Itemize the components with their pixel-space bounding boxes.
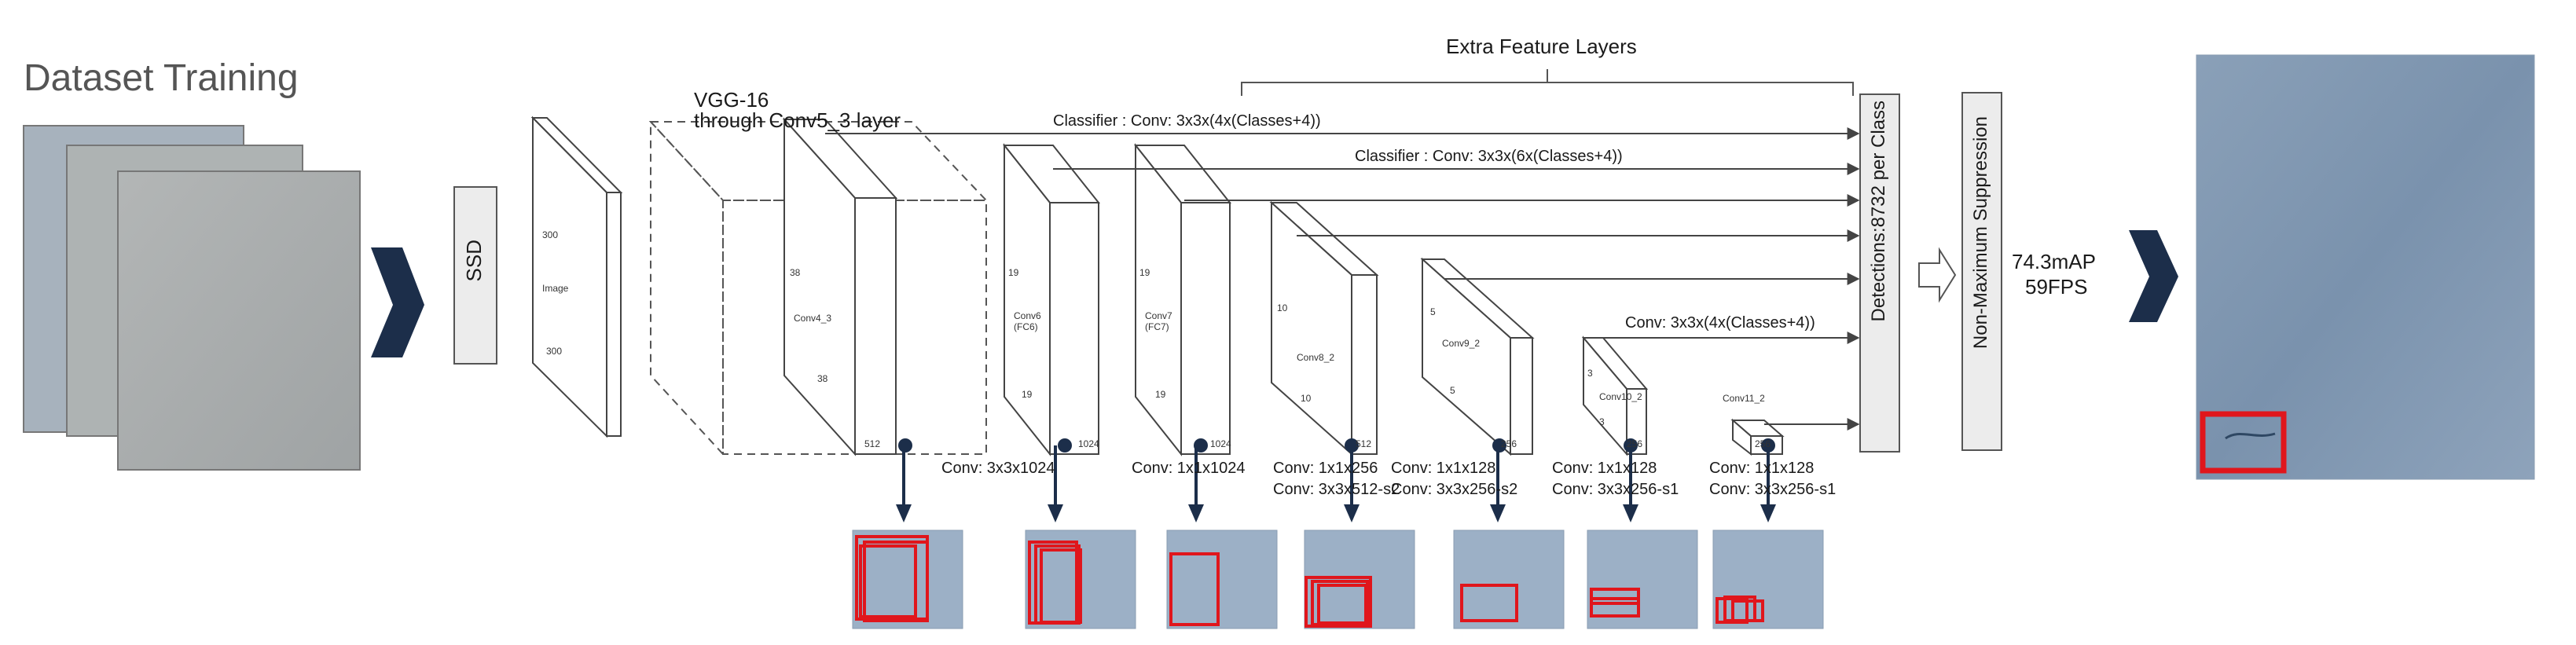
layer-size-label: 3 [1599, 416, 1605, 427]
hollow-arrow-icon [1918, 247, 1957, 303]
conv-op-label: Conv: 1x1x1024 [1132, 460, 1246, 477]
ssd-box [453, 186, 497, 365]
default-box [1590, 597, 1640, 618]
layer-depth-label: 256 [1501, 438, 1517, 449]
feature-map-thumbnail [1712, 530, 1824, 629]
dataset-image-stack [23, 125, 361, 471]
detections-label: Detections:8732 per Class [1868, 101, 1889, 322]
arrow-down-icon [1188, 504, 1204, 522]
layer-block [1133, 143, 1232, 456]
default-box [1040, 548, 1082, 624]
default-box [859, 544, 917, 618]
arrow-down-icon [1623, 504, 1638, 522]
fps-label: 59FPS [2025, 275, 2088, 299]
feature-map-thumbnail [1587, 530, 1698, 629]
layer-size-label: 19 [1008, 267, 1019, 278]
layer-name-label: Conv11_2 [1723, 393, 1765, 404]
detections-box [1859, 93, 1900, 453]
layer-depth-label: 1024 [1078, 438, 1099, 449]
layer-block [1581, 335, 1649, 456]
layer-depth-label: 512 [1356, 438, 1372, 449]
chevron-right-icon [2129, 230, 2178, 322]
layer-size-label: 3 [1587, 368, 1593, 379]
vgg-label: through Conv5_3 layer [694, 108, 901, 132]
conv-op-label: Conv: 1x1x256 [1273, 460, 1378, 477]
layer-size-label: 19 [1022, 389, 1033, 400]
layer-size-label: 10 [1301, 393, 1312, 404]
ssd-label: SSD [462, 240, 486, 282]
input-size-label: 300 [546, 346, 563, 357]
nms-box [1961, 92, 2002, 451]
layer-size-label: 38 [790, 267, 801, 278]
conv-op-label: Conv: 3x3x256-s1 [1709, 481, 1837, 498]
input-size-label: 300 [542, 229, 559, 240]
layer-size-label: 19 [1155, 389, 1166, 400]
layer-depth-label: 1024 [1210, 438, 1231, 449]
extra-feature-layers-label: Extra Feature Layers [1446, 35, 1637, 58]
layer-size-label: 19 [1139, 267, 1150, 278]
classifier-label: Classifier : Conv: 3x3x(4x(Classes+4)) [1053, 112, 1321, 130]
layer-depth-label: 256 [1627, 438, 1643, 449]
feature-map-outputs [852, 438, 1824, 629]
layer-block [1420, 257, 1535, 456]
map-label: 74.3mAP [2012, 250, 2096, 273]
input-image-label: Image [542, 283, 569, 294]
layer-size-label: 38 [817, 373, 828, 384]
layer-size-label: 5 [1430, 306, 1436, 317]
layer-size-label: 5 [1450, 385, 1455, 396]
chevron-right-icon [371, 247, 424, 357]
default-box [1460, 584, 1518, 622]
conv-op-label: Conv: 1x1x128 [1391, 460, 1496, 477]
layer-name-label: Conv9_2 [1442, 338, 1481, 349]
input-image-slab [530, 115, 623, 438]
default-box [1169, 552, 1220, 626]
default-box [863, 541, 929, 622]
conv-op-label: Conv: 3x3x1024 [941, 460, 1055, 477]
classifier-arrows [825, 127, 1860, 431]
detection-box [2200, 411, 2287, 474]
arrow-down-icon [1490, 504, 1506, 522]
layer-depth-label: 256 [1755, 438, 1771, 449]
default-box [1317, 584, 1367, 625]
dataset-image-front [117, 170, 361, 471]
arrow-down-icon [1048, 504, 1063, 522]
layer-name-label: Conv4_3 [794, 313, 832, 324]
classifier-label: Classifier : Conv: 3x3x(6x(Classes+4)) [1355, 148, 1623, 165]
nms-label: Non-Maximum Suppression [1970, 116, 1991, 350]
feature-map-thumbnail [1166, 530, 1278, 629]
layer-size-label: 10 [1277, 302, 1288, 313]
default-box [1731, 599, 1764, 622]
layer-name-label: Conv10_2 [1599, 391, 1642, 402]
conv-op-label: Conv: 3x3x256-s2 [1391, 481, 1518, 498]
layer-name-label: Conv7 (FC7) [1145, 310, 1172, 332]
output-image [2196, 54, 2535, 480]
layer-block [1002, 143, 1101, 456]
page-title: Dataset Training [24, 57, 299, 99]
feature-map-thumbnail [1304, 530, 1415, 629]
output-dot [1058, 438, 1072, 453]
layer-block [1269, 200, 1379, 456]
conv-op-label: Conv: 1x1x128 [1709, 460, 1815, 477]
arrow-down-icon [896, 504, 912, 522]
conv-op-label: Conv: 3x3x256-s1 [1552, 481, 1679, 498]
extra-layers-bracket [1241, 69, 1854, 96]
layer-depth-label: 512 [864, 438, 881, 449]
feature-map-thumbnail [1453, 530, 1565, 629]
default-box [1590, 588, 1640, 605]
layer-name-label: Conv6 (FC6) [1014, 310, 1041, 332]
layer-name-label: Conv8_2 [1297, 352, 1335, 363]
arrow-down-icon [1760, 504, 1776, 522]
vgg-label: VGG-16 [694, 88, 769, 112]
conv-op-label: Conv: 1x1x128 [1552, 460, 1657, 477]
layer-block [782, 117, 898, 456]
conv-op-label: Conv: 3x3x512-s2 [1273, 481, 1400, 498]
arrow-down-icon [1344, 504, 1360, 522]
classifier-label: Conv: 3x3x(4x(Classes+4)) [1625, 314, 1815, 332]
